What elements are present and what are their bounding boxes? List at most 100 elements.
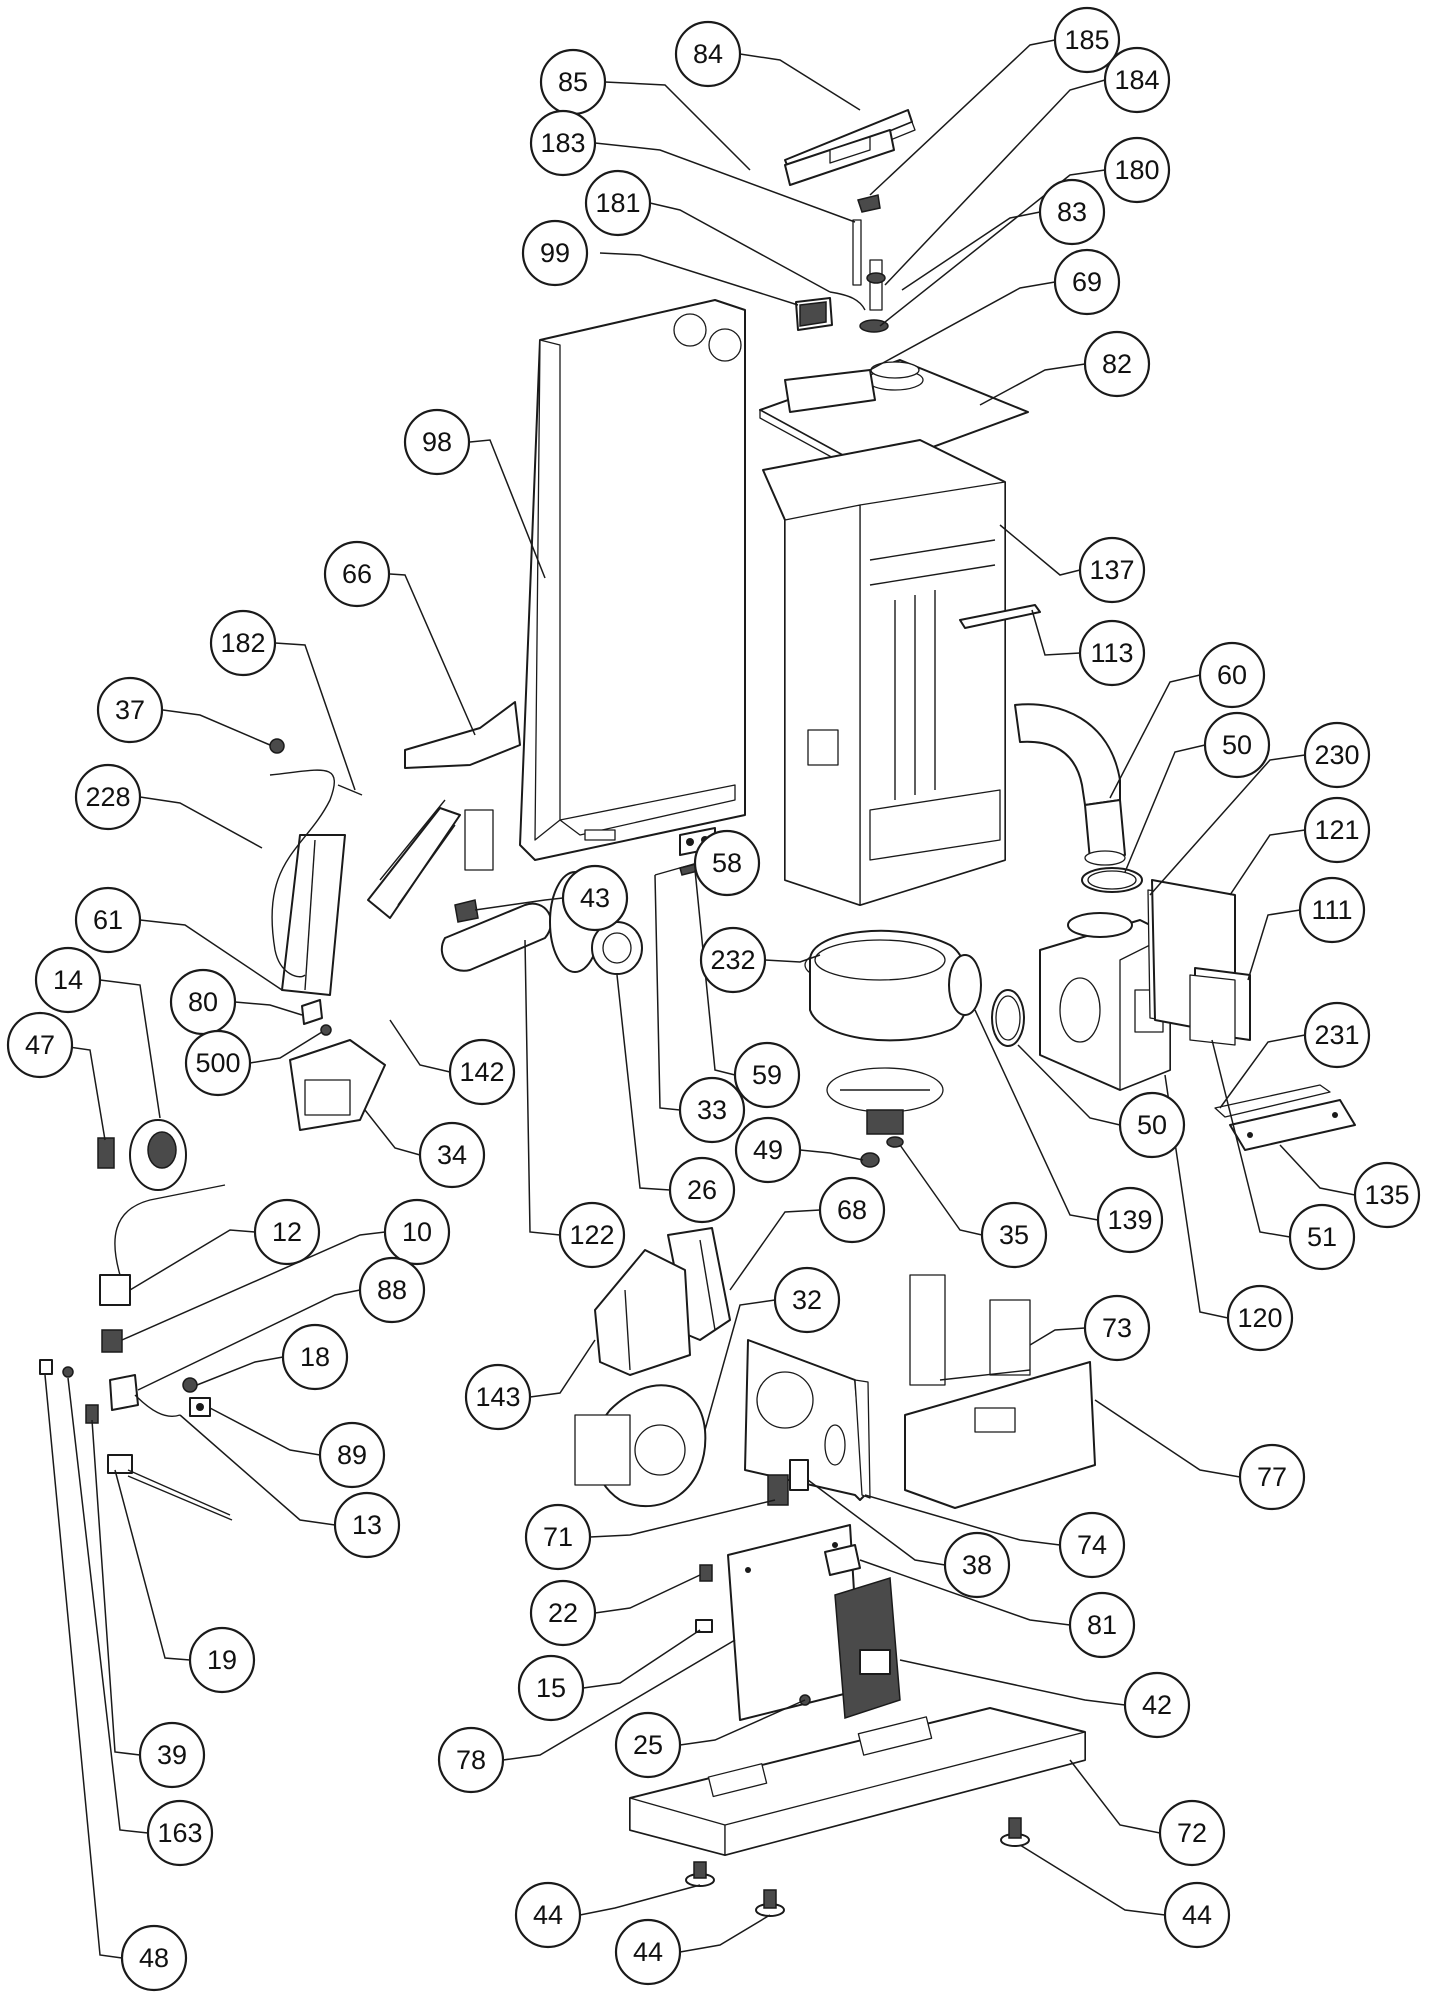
leader-142 <box>389 1019 451 1073</box>
part-51-gasket <box>1189 974 1236 1046</box>
callout-38: 38 <box>943 1531 1011 1599</box>
svg-text:71: 71 <box>543 1522 573 1552</box>
callout-12: 12 <box>253 1198 321 1266</box>
svg-text:33: 33 <box>697 1095 727 1125</box>
callout-68: 68 <box>818 1176 886 1244</box>
callout-33: 33 <box>678 1076 746 1144</box>
leader-228 <box>139 796 263 849</box>
leader-98 <box>469 439 546 579</box>
leader-74 <box>864 1494 1061 1546</box>
leader-111 <box>1247 909 1301 981</box>
leader-60 <box>1109 674 1201 799</box>
callout-66: 66 <box>323 540 391 608</box>
part-81-bracket <box>824 1544 861 1576</box>
svg-text:39: 39 <box>157 1740 187 1770</box>
callout-49: 49 <box>734 1116 802 1184</box>
part-78-board-plate <box>727 1524 861 1721</box>
svg-text:111: 111 <box>1311 895 1352 925</box>
part-50-gasket-upper <box>1081 867 1143 893</box>
svg-text:182: 182 <box>220 628 265 658</box>
svg-text:22: 22 <box>548 1598 578 1628</box>
part-22-clip <box>699 1564 713 1582</box>
svg-text:230: 230 <box>1314 740 1359 770</box>
part-181-clip <box>829 291 866 311</box>
leader-85 <box>604 81 751 171</box>
leader-33 <box>654 874 681 1111</box>
part-34-gas-valve <box>289 1039 386 1131</box>
svg-text:183: 183 <box>540 128 585 158</box>
leader-38 <box>807 1479 946 1566</box>
leader-81 <box>859 1559 1071 1626</box>
svg-text:181: 181 <box>595 188 640 218</box>
svg-text:61: 61 <box>93 905 123 935</box>
callout-231: 231 <box>1303 1001 1371 1069</box>
callout-26: 26 <box>668 1156 736 1224</box>
leader-49 <box>799 1149 864 1161</box>
svg-text:26: 26 <box>687 1175 717 1205</box>
callout-80: 80 <box>169 968 237 1036</box>
leader-122 <box>524 939 561 1236</box>
svg-text:120: 120 <box>1237 1303 1282 1333</box>
leader-12 <box>129 1229 256 1291</box>
callout-99: 99 <box>521 219 589 287</box>
leader-14 <box>99 979 161 1119</box>
leader-163 <box>67 1377 149 1834</box>
svg-text:72: 72 <box>1177 1818 1207 1848</box>
svg-text:32: 32 <box>792 1285 822 1315</box>
part-15-screw <box>695 1619 713 1633</box>
svg-text:85: 85 <box>558 67 588 97</box>
svg-text:50: 50 <box>1137 1110 1167 1140</box>
callout-120: 120 <box>1226 1284 1294 1352</box>
svg-text:80: 80 <box>188 987 218 1017</box>
leader-37 <box>162 709 271 746</box>
callout-228: 228 <box>74 763 142 831</box>
svg-text:143: 143 <box>475 1382 520 1412</box>
callout-135: 135 <box>1353 1161 1421 1229</box>
callout-98: 98 <box>403 408 471 476</box>
leader-143 <box>529 1339 596 1398</box>
part-98-side-panel <box>519 299 746 861</box>
leader-99 <box>599 252 799 306</box>
callout-61: 61 <box>74 886 142 954</box>
svg-text:121: 121 <box>1314 815 1359 845</box>
leader-44a <box>579 1884 701 1916</box>
callout-44-left: 44 <box>514 1881 582 1949</box>
leader-69 <box>869 281 1056 371</box>
leader-80 <box>234 1001 303 1016</box>
svg-text:88: 88 <box>377 1275 407 1305</box>
part-26-gasket <box>591 921 643 975</box>
callout-69: 69 <box>1053 248 1121 316</box>
part-12-sensor <box>99 1184 226 1306</box>
part-182-clip <box>337 784 363 796</box>
leader-34 <box>364 1109 421 1156</box>
leader-59 <box>694 869 736 1076</box>
callout-89: 89 <box>318 1421 386 1489</box>
svg-text:13: 13 <box>352 1510 382 1540</box>
callout-51: 51 <box>1288 1203 1356 1271</box>
part-500-screw <box>320 1024 332 1036</box>
callout-10: 10 <box>383 1198 451 1266</box>
leader-77 <box>1094 1399 1241 1478</box>
callout-81: 81 <box>1068 1591 1136 1659</box>
svg-text:99: 99 <box>540 238 570 268</box>
part-139-blower-housing <box>809 929 982 1042</box>
svg-text:83: 83 <box>1057 197 1087 227</box>
svg-text:59: 59 <box>752 1060 782 1090</box>
svg-text:82: 82 <box>1102 349 1132 379</box>
callout-500: 500 <box>184 1029 252 1097</box>
part-183-rod <box>852 219 862 286</box>
svg-text:49: 49 <box>753 1135 783 1165</box>
callout-22: 22 <box>529 1579 597 1647</box>
callout-72: 72 <box>1158 1799 1226 1867</box>
part-44-foot-center <box>755 1889 785 1917</box>
svg-text:98: 98 <box>422 427 452 457</box>
svg-text:35: 35 <box>999 1220 1029 1250</box>
svg-text:43: 43 <box>580 883 610 913</box>
svg-text:231: 231 <box>1314 1020 1359 1050</box>
callout-232: 232 <box>699 926 767 994</box>
leader-184 <box>884 79 1106 286</box>
callout-142: 142 <box>448 1038 516 1106</box>
leader-139 <box>974 1009 1099 1221</box>
part-80-plate <box>301 999 323 1025</box>
svg-text:25: 25 <box>633 1730 663 1760</box>
